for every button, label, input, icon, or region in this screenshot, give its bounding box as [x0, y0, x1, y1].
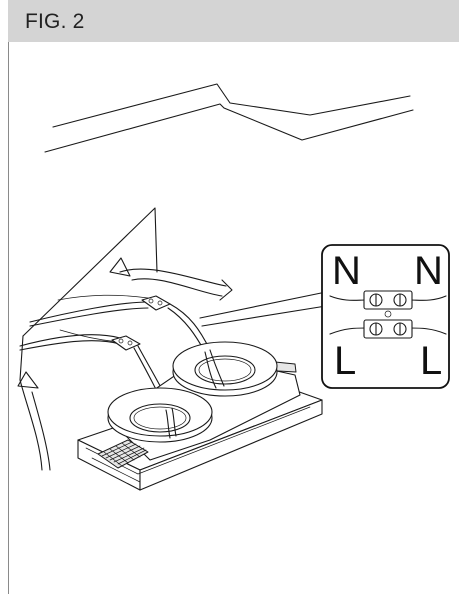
figure-title: FIG. 2	[25, 10, 85, 33]
outlet-spigot-right	[172, 341, 278, 397]
supply-cables	[19, 294, 149, 351]
ceiling-outline	[44, 83, 414, 153]
wall-planes	[19, 207, 158, 381]
airflow-arrow-left	[17, 371, 51, 471]
neutral-label-right: N	[414, 249, 443, 293]
unit-cables	[165, 349, 225, 439]
callout-leader	[199, 291, 327, 327]
wiring-callout: N N L L	[321, 244, 450, 389]
neutral-label-left: N	[332, 249, 361, 293]
figure-header: FIG. 2	[8, 0, 459, 42]
live-label-left: L	[334, 339, 356, 383]
airflow-arrow-top	[109, 257, 233, 301]
outlet-spigot-left	[107, 387, 213, 443]
terminal-block-upper	[141, 295, 211, 353]
figure-frame	[8, 0, 457, 594]
live-label-right: L	[420, 339, 442, 383]
